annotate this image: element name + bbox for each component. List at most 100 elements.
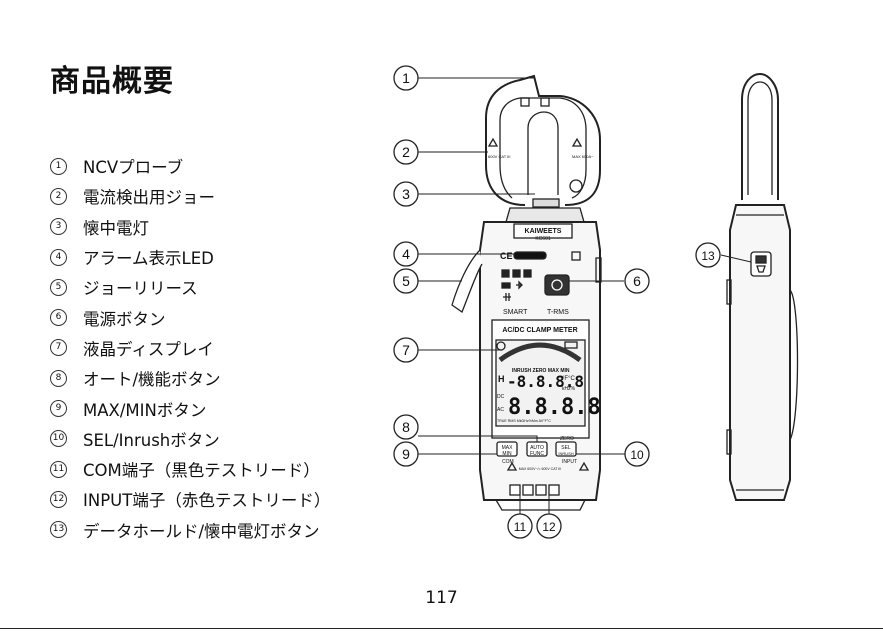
model-label: KC601 bbox=[535, 236, 551, 242]
warning-icon bbox=[506, 461, 518, 471]
legend-number: 10 bbox=[50, 430, 67, 448]
side-button bbox=[726, 279, 732, 305]
screw-icon bbox=[569, 179, 583, 193]
side-button bbox=[595, 257, 602, 283]
leader-lines bbox=[418, 77, 752, 514]
page-number: 117 bbox=[425, 588, 458, 608]
lcd-bottom-units: TRUE RMS MkΩHz%Mm AV°F°C bbox=[497, 419, 551, 423]
timer-icon bbox=[496, 341, 506, 351]
legend-label: 懐中電灯 bbox=[83, 218, 149, 238]
leader-line bbox=[720, 254, 752, 263]
btn-inrush-label: INRUSH bbox=[558, 451, 573, 456]
jaw-inner bbox=[499, 97, 587, 199]
callout: 2 bbox=[393, 139, 419, 165]
front-view bbox=[451, 74, 602, 511]
page-title: 商品概要 bbox=[50, 64, 174, 99]
callout-number: 7 bbox=[402, 342, 410, 358]
battery-icon bbox=[564, 341, 578, 349]
legend-label: オート/機能ボタン bbox=[83, 370, 221, 390]
meter-title: AC/DC CLAMP METER bbox=[502, 327, 577, 334]
flashlight-icon bbox=[756, 265, 766, 273]
side-button bbox=[726, 429, 732, 455]
callout-number: 8 bbox=[402, 419, 410, 435]
legend-label: 液晶ディスプレイ bbox=[83, 339, 214, 359]
side-body bbox=[729, 204, 791, 501]
side-jaw bbox=[741, 72, 779, 200]
btn-max-label: MAX bbox=[502, 445, 514, 451]
legend-label: SEL/Inrushボタン bbox=[83, 430, 220, 450]
ce-mark: CE bbox=[500, 251, 513, 261]
callout: 7 bbox=[393, 337, 419, 363]
lcd-units-top: °F°C bbox=[562, 376, 575, 382]
input-label: INPUT bbox=[562, 459, 577, 465]
ncv-mark bbox=[540, 97, 550, 107]
callout-number: 4 bbox=[402, 246, 410, 262]
sel-inrush-button bbox=[555, 441, 577, 457]
legend-number: 12 bbox=[50, 490, 67, 508]
diode-icon bbox=[516, 280, 523, 290]
max-min-button bbox=[496, 441, 518, 457]
legend-number: 1 bbox=[50, 157, 67, 175]
legend-item: 10 SEL/Inrushボタン bbox=[50, 424, 330, 454]
callout: 4 bbox=[393, 241, 419, 267]
callout-number: 10 bbox=[630, 448, 644, 462]
side-jaw-detail bbox=[747, 81, 773, 195]
legend-label: MAX/MINボタン bbox=[83, 400, 207, 420]
legend-number: 4 bbox=[50, 248, 67, 266]
legend-number: 3 bbox=[50, 218, 67, 236]
callout: 6 bbox=[624, 268, 650, 294]
legend-item: 4 アラーム表示LED bbox=[50, 242, 330, 272]
input-terminal bbox=[548, 484, 560, 496]
callout: 9 bbox=[393, 441, 419, 467]
com-terminal bbox=[509, 484, 521, 496]
legend-label: 電流検出用ジョー bbox=[83, 188, 215, 208]
callout-number: 6 bbox=[633, 273, 641, 289]
legend-number: 13 bbox=[50, 521, 67, 539]
callout: 12 bbox=[536, 513, 562, 539]
lcd-dc: DC bbox=[497, 394, 505, 400]
callout: 3 bbox=[393, 181, 419, 207]
legend-label: データホールド/懐中電灯ボタン bbox=[83, 521, 320, 541]
callout-number: 5 bbox=[402, 273, 410, 289]
callout: 1 bbox=[393, 65, 419, 91]
legend-number: 5 bbox=[50, 278, 67, 296]
legend-label: アラーム表示LED bbox=[83, 249, 214, 269]
callout: 5 bbox=[393, 268, 419, 294]
legend-number: 2 bbox=[50, 187, 67, 205]
warning-icon bbox=[578, 461, 590, 471]
callout-number: 2 bbox=[402, 144, 410, 160]
ncv-mark bbox=[520, 97, 530, 107]
lcd-digits-top: -8.8.8.8 bbox=[507, 372, 584, 391]
legend-item: 3 懐中電灯 bbox=[50, 212, 330, 242]
side-edge bbox=[736, 214, 784, 491]
callout: 13 bbox=[695, 242, 721, 268]
jaw-trigger bbox=[451, 249, 483, 314]
callout-number: 12 bbox=[542, 520, 556, 534]
callout-number: 11 bbox=[514, 520, 527, 534]
leader-line bbox=[418, 435, 538, 442]
smart-label: SMART bbox=[503, 309, 528, 316]
bottom-edge bbox=[494, 499, 587, 511]
small-square-icon bbox=[571, 251, 581, 261]
bargraph-arc bbox=[498, 342, 582, 363]
zero-label: ZERO bbox=[560, 436, 574, 442]
hold-icon bbox=[755, 255, 767, 264]
warning-icon bbox=[571, 137, 583, 147]
function-icon bbox=[501, 269, 510, 278]
callout-number: 3 bbox=[402, 186, 410, 202]
trms-label: T-RMS bbox=[547, 309, 569, 316]
capacitor-icon bbox=[503, 293, 511, 301]
legend-label: INPUT端子（赤色テストリード） bbox=[83, 491, 331, 511]
callout-number: 9 bbox=[402, 446, 410, 462]
callout: 8 bbox=[393, 414, 419, 440]
function-icon bbox=[512, 269, 521, 278]
legend-label: COM端子（黒色テストリード） bbox=[83, 461, 320, 481]
callouts: 1 2 3 4 5 6 7 8 9 10 11 12 13 bbox=[393, 65, 721, 539]
com-label: COM bbox=[502, 459, 514, 465]
btn-auto-label: AUTO bbox=[530, 445, 544, 451]
